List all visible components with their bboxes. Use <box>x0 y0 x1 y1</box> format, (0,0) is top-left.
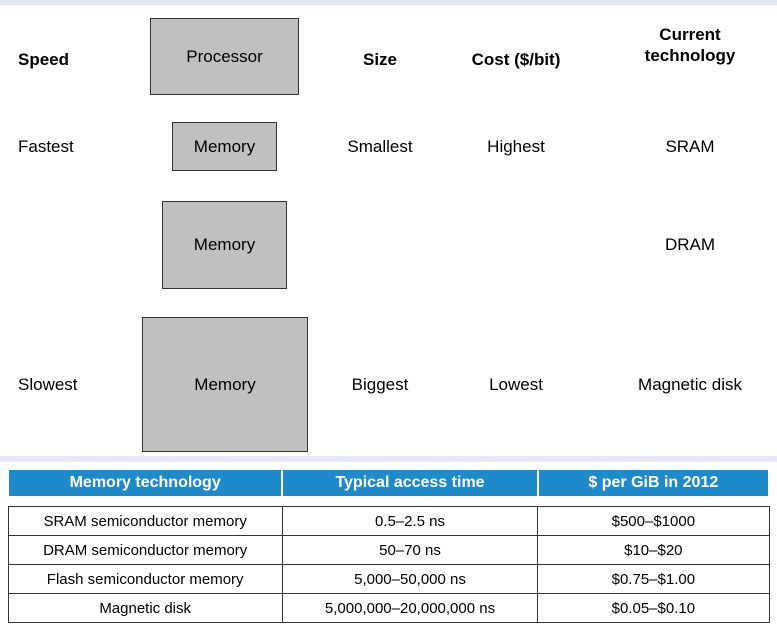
memory-box-level-3: Memory <box>142 317 308 452</box>
cell-technology: DRAM semiconductor memory <box>7 535 283 565</box>
memory-technology-table: Memory technology Typical access time $ … <box>6 470 771 623</box>
cell-access-time: 0.5–2.5 ns <box>281 506 539 536</box>
cell-access-time: 5,000–50,000 ns <box>281 564 539 594</box>
table-row: SRAM semiconductor memory 0.5–2.5 ns $50… <box>7 506 770 536</box>
cell-technology: Flash semiconductor memory <box>7 564 283 594</box>
memory-box-level-2: Memory <box>162 201 287 289</box>
technology-dram: DRAM <box>664 235 716 254</box>
header-cost: Cost ($/bit) <box>471 50 561 69</box>
cell-technology: SRAM semiconductor memory <box>7 506 283 536</box>
cell-technology: Magnetic disk <box>7 593 283 623</box>
speed-fastest: Fastest <box>18 137 74 156</box>
top-band <box>0 0 777 5</box>
technology-sram: SRAM <box>665 137 715 156</box>
processor-box: Processor <box>150 18 299 95</box>
size-smallest: Smallest <box>347 137 413 156</box>
separator-band <box>0 456 777 462</box>
cell-price: $0.05–$0.10 <box>537 593 770 623</box>
table-row: Flash semiconductor memory 5,000–50,000 … <box>7 564 770 594</box>
table-row: Magnetic disk 5,000,000–20,000,000 ns $0… <box>7 593 770 623</box>
cell-price: $0.75–$1.00 <box>537 564 770 594</box>
table-row: DRAM semiconductor memory 50–70 ns $10–$… <box>7 535 770 565</box>
cost-lowest: Lowest <box>489 375 543 394</box>
cell-access-time: 50–70 ns <box>281 535 539 565</box>
speed-slowest: Slowest <box>18 375 78 394</box>
header-technology-line2: technology <box>644 46 736 65</box>
memory-box-level-1: Memory <box>172 122 277 171</box>
column-header-price: $ per GiB in 2012 <box>536 470 771 496</box>
header-technology-line1: Current <box>659 25 721 44</box>
technology-magnetic-disk: Magnetic disk <box>638 375 742 394</box>
size-biggest: Biggest <box>351 375 409 394</box>
cell-price: $10–$20 <box>537 535 770 565</box>
cell-access-time: 5,000,000–20,000,000 ns <box>281 593 539 623</box>
header-size: Size <box>362 50 398 69</box>
column-header-access-time: Typical access time <box>281 470 539 496</box>
header-technology: Current technology <box>610 24 770 66</box>
cost-highest: Highest <box>487 137 545 156</box>
table-header-row: Memory technology Typical access time $ … <box>6 470 771 496</box>
cell-price: $500–$1000 <box>537 506 770 536</box>
header-speed: Speed <box>18 50 70 69</box>
column-header-memory-technology: Memory technology <box>6 470 284 496</box>
